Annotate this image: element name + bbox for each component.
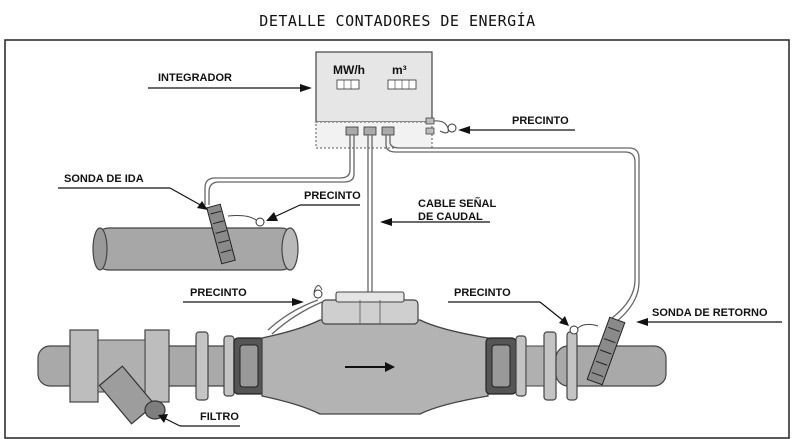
main-pipe bbox=[37, 291, 667, 425]
return-probe-label: SONDA DE RETORNO bbox=[652, 307, 768, 319]
filter-label: FILTRO bbox=[200, 411, 239, 423]
seal-meter-label: PRECINTO bbox=[190, 287, 247, 299]
return-probe bbox=[569, 316, 626, 386]
flow-cable-label-line2: DE CAUDAL bbox=[418, 211, 483, 223]
mwh-unit-label: MW/h bbox=[333, 63, 365, 77]
seal-top-label: PRECINTO bbox=[512, 115, 569, 127]
integrator-unit: MW/h m³ bbox=[315, 51, 435, 149]
m3-unit-label: m³ bbox=[392, 63, 407, 77]
filter-body bbox=[98, 365, 166, 425]
meter-seal bbox=[313, 285, 323, 299]
seal-return-label: PRECINTO bbox=[454, 287, 511, 299]
supply-probe bbox=[206, 203, 265, 265]
integrator-seal bbox=[433, 120, 457, 134]
supply-pipe bbox=[92, 227, 299, 271]
drawing-title: DETALLE CONTADORES DE ENERGÍA bbox=[259, 12, 536, 30]
flow-cable-label-line1: CABLE SEÑAL bbox=[418, 197, 497, 210]
leader-arrows bbox=[58, 84, 782, 427]
integrator-label: INTEGRADOR bbox=[158, 72, 232, 84]
cables bbox=[204, 135, 640, 335]
diagram-frame bbox=[4, 39, 790, 439]
supply-probe-label: SONDA DE IDA bbox=[64, 173, 144, 185]
seal-supply-label: PRECINTO bbox=[304, 190, 361, 202]
mwh-counter bbox=[336, 79, 360, 90]
